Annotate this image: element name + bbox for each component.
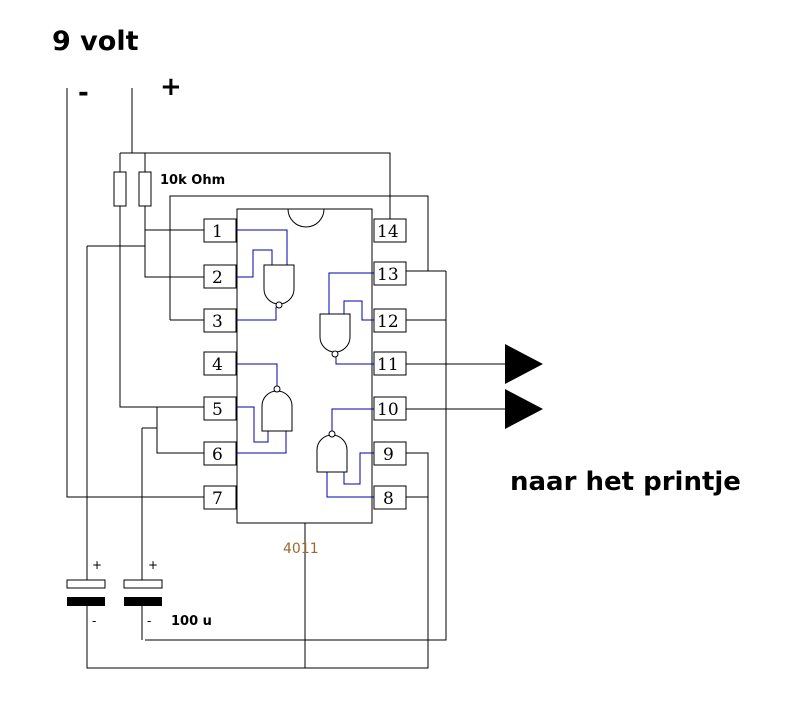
pin-number-5: 5 (212, 400, 223, 420)
pin-number-7: 7 (212, 489, 223, 509)
resistor-left-lower-lead (119, 206, 204, 408)
ic-body (236, 208, 373, 524)
capacitor-label: 100 u (171, 614, 212, 629)
resistor-right-lower-lead (144, 206, 204, 278)
capacitor-right (123, 579, 163, 640)
pin-number-2: 2 (212, 268, 223, 288)
capacitor-left-minus: - (92, 614, 96, 628)
pin5-6-bus (156, 407, 204, 454)
nand-gate-2 (236, 363, 293, 454)
pin-number-10: 10 (377, 400, 399, 420)
pin8-9-bridge (404, 452, 429, 498)
bottom-loop (86, 497, 429, 669)
pin-number-9: 9 (383, 445, 394, 465)
resistor-label: 10k Ohm (160, 173, 225, 188)
pin-number-13: 13 (377, 265, 399, 285)
pin3-feedback (169, 195, 429, 320)
nand-gate-3 (319, 272, 374, 365)
supply-minus-label: - (78, 78, 89, 108)
pin-number-12: 12 (377, 312, 399, 332)
negative-rail (66, 88, 204, 498)
capacitor-left (66, 579, 106, 612)
pin-number-11: 11 (377, 355, 399, 375)
ic-name: 4011 (283, 541, 319, 557)
supply-title: 9 volt (52, 26, 139, 57)
nand-gate-1 (236, 229, 295, 321)
pin-number-4: 4 (212, 355, 223, 375)
pin-box-5 (203, 396, 237, 421)
ic-notch (287, 208, 325, 228)
pin-number-8: 8 (383, 489, 394, 509)
output-label: naar het printje (510, 467, 741, 497)
nand-gate-4 (316, 408, 374, 498)
resistor-top-bus (120, 152, 391, 219)
capacitor-left-plus: + (92, 558, 102, 572)
pin-box-7 (203, 485, 237, 510)
pin-number-1: 1 (212, 222, 223, 242)
capacitor-right-minus: - (147, 614, 151, 628)
pin12-13-bus (145, 271, 447, 641)
output-arrow-10 (505, 389, 543, 429)
pin-box-14 (373, 218, 407, 243)
supply-plus-label: + (160, 72, 182, 102)
output-arrow-11 (505, 344, 543, 384)
pin-number-14: 14 (377, 222, 399, 242)
pin-number-6: 6 (212, 445, 223, 465)
resistor-right (138, 171, 152, 207)
capacitor-right-plus: + (148, 558, 158, 572)
pin-number-3: 3 (212, 312, 223, 332)
pin-boxes-right (373, 218, 407, 510)
resistor-left (113, 171, 127, 207)
